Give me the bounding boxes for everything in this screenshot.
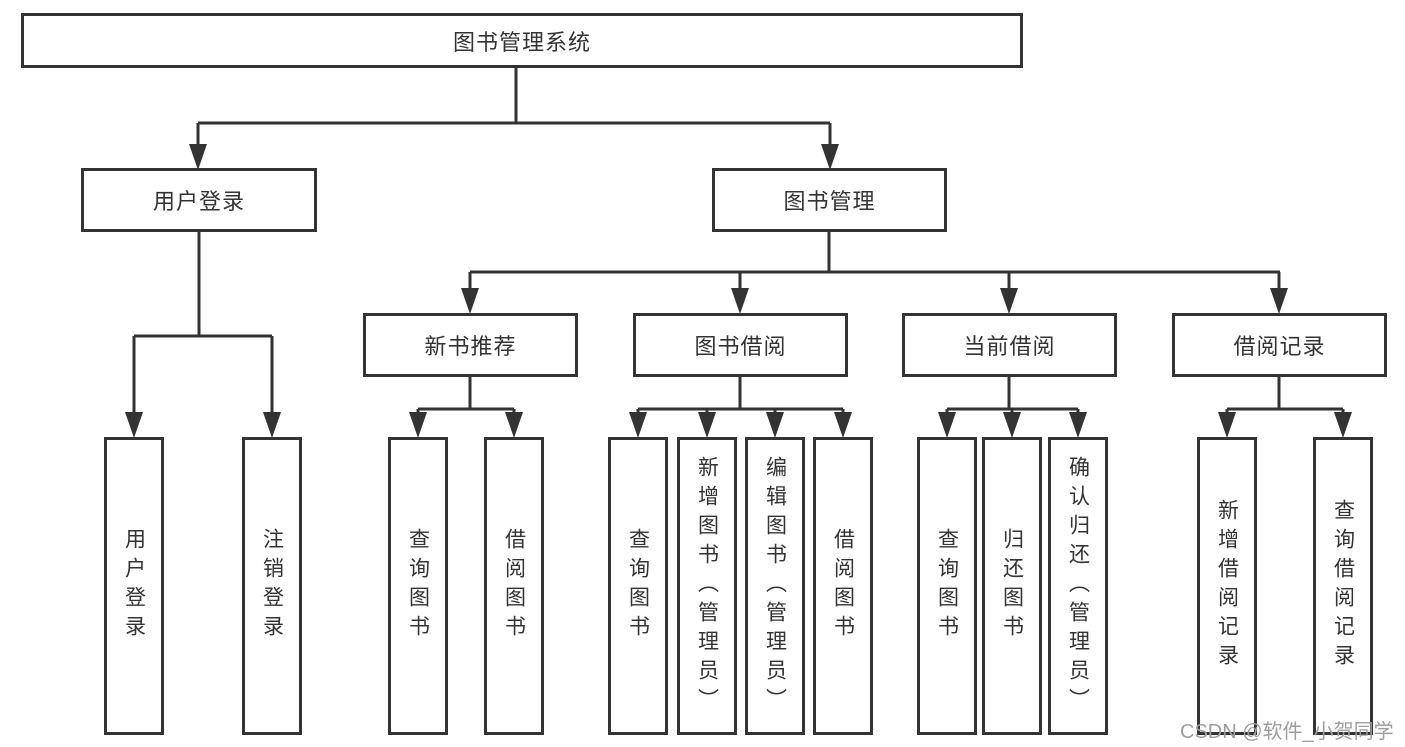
leaf-add-book-admin: 新增图书（管理员） bbox=[677, 437, 737, 735]
arrowhead bbox=[1218, 412, 1236, 438]
node-root: 图书管理系统 bbox=[21, 13, 1023, 68]
node-current-borrow-label: 当前借阅 bbox=[963, 334, 1056, 359]
leaf-confirm-return-admin-label: 确认归还（管理员） bbox=[1066, 455, 1090, 717]
node-book-borrow: 图书借阅 bbox=[633, 313, 848, 377]
leaf-borrow-book-recommend: 借阅图书 bbox=[484, 437, 544, 735]
leaf-edit-book-admin: 编辑图书（管理员） bbox=[745, 437, 805, 735]
leaf-query-book-borrow-label: 查询图书 bbox=[626, 528, 650, 644]
leaf-user-login: 用户登录 bbox=[104, 437, 164, 735]
node-root-label: 图书管理系统 bbox=[452, 29, 591, 55]
arrowhead bbox=[731, 288, 749, 314]
leaf-user-login-label: 用户登录 bbox=[122, 528, 146, 644]
node-new-book-recommend: 新书推荐 bbox=[363, 313, 578, 377]
leaf-add-book-admin-label: 新增图书（管理员） bbox=[695, 455, 719, 717]
leaf-return-book: 归还图书 bbox=[982, 437, 1042, 735]
arrowhead bbox=[834, 412, 852, 438]
node-book-borrow-label: 图书借阅 bbox=[694, 334, 787, 359]
leaf-return-book-label: 归还图书 bbox=[1000, 528, 1024, 644]
arrowhead bbox=[629, 412, 647, 438]
node-user-login: 用户登录 bbox=[81, 168, 317, 232]
arrowhead bbox=[409, 412, 427, 438]
csdn-watermark: CSDN @软件_小贺同学 bbox=[1180, 721, 1394, 743]
arrowhead bbox=[1270, 288, 1288, 314]
arrowhead bbox=[938, 412, 956, 438]
node-book-management-label: 图书管理 bbox=[783, 189, 876, 214]
node-user-login-label: 用户登录 bbox=[152, 189, 245, 214]
leaf-add-borrow-record-label: 新增借阅记录 bbox=[1215, 499, 1239, 673]
arrowhead bbox=[263, 412, 281, 438]
arrowhead bbox=[821, 144, 839, 170]
arrowhead bbox=[766, 412, 784, 438]
leaf-borrow-book-recommend-label: 借阅图书 bbox=[502, 528, 526, 644]
leaf-query-book-recommend-label: 查询图书 bbox=[406, 528, 430, 644]
arrowhead bbox=[1003, 412, 1021, 438]
leaf-edit-book-admin-label: 编辑图书（管理员） bbox=[763, 455, 787, 717]
node-current-borrow: 当前借阅 bbox=[902, 313, 1117, 377]
node-borrow-record: 借阅记录 bbox=[1172, 313, 1387, 377]
leaf-logout-label: 注销登录 bbox=[260, 528, 284, 644]
arrowhead bbox=[461, 288, 479, 314]
arrowhead bbox=[1000, 288, 1018, 314]
leaf-add-borrow-record: 新增借阅记录 bbox=[1197, 437, 1257, 735]
leaf-query-book-borrow: 查询图书 bbox=[608, 437, 668, 735]
leaf-logout: 注销登录 bbox=[242, 437, 302, 735]
leaf-query-borrow-record: 查询借阅记录 bbox=[1313, 437, 1373, 735]
leaf-confirm-return-admin: 确认归还（管理员） bbox=[1048, 437, 1108, 735]
leaf-query-borrow-record-label: 查询借阅记录 bbox=[1331, 499, 1355, 673]
leaf-borrow-book-label: 借阅图书 bbox=[831, 528, 855, 644]
arrowhead bbox=[125, 412, 143, 438]
leaf-query-book-recommend: 查询图书 bbox=[388, 437, 448, 735]
node-new-book-recommend-label: 新书推荐 bbox=[424, 334, 517, 359]
arrowhead bbox=[1334, 412, 1352, 438]
arrowhead bbox=[698, 412, 716, 438]
leaf-query-book-current: 查询图书 bbox=[917, 437, 977, 735]
arrowhead bbox=[505, 412, 523, 438]
leaf-query-book-current-label: 查询图书 bbox=[935, 528, 959, 644]
arrowhead bbox=[189, 144, 207, 170]
node-book-management: 图书管理 bbox=[712, 168, 947, 232]
arrowhead bbox=[1069, 412, 1087, 438]
node-borrow-record-label: 借阅记录 bbox=[1233, 334, 1326, 359]
leaf-borrow-book: 借阅图书 bbox=[813, 437, 873, 735]
